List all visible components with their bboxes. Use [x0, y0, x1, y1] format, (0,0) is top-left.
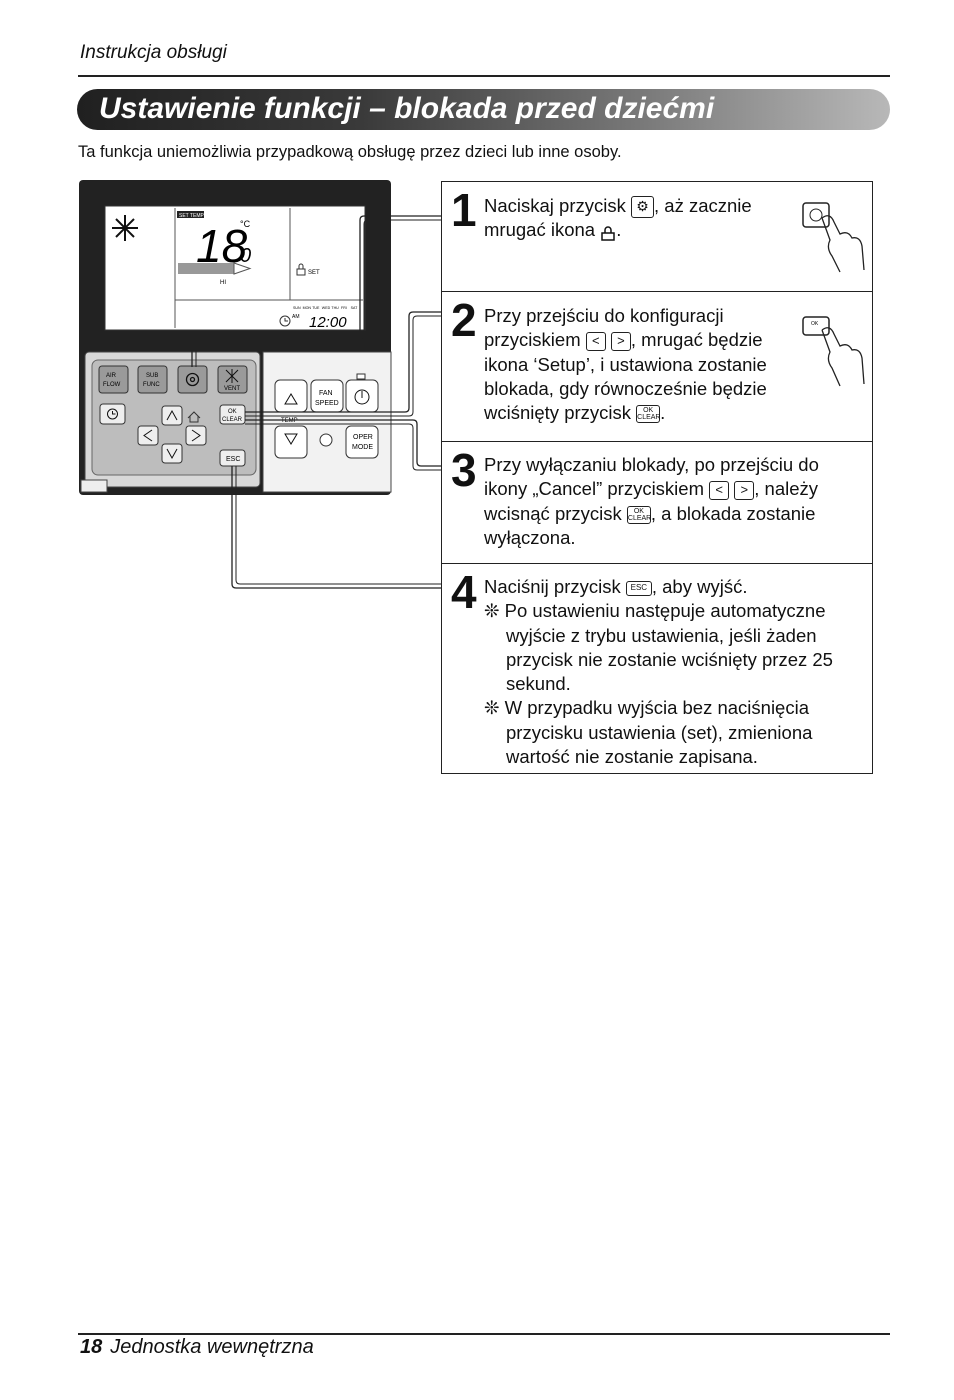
finger-press-ok-illustration: OK	[802, 316, 865, 387]
footer-text: Jednostka wewnętrzna	[110, 1336, 314, 1358]
step-1-text: Naciskaj przycisk ⚙, aż zacznie mrugać i…	[484, 195, 752, 242]
lcd-weekday: MON	[303, 306, 312, 310]
step-3-number: 3	[451, 444, 477, 496]
intro-text: Ta funkcja uniemożliwia przypadkową obsł…	[78, 143, 622, 161]
lcd-set-temp-label: SET TEMP	[179, 213, 204, 219]
step-4-text: Naciśnij przycisk ESC, aby wyjść. ❊ Po u…	[484, 575, 864, 769]
right-arrow-icon	[191, 429, 201, 442]
lcd-unit: °C	[240, 219, 251, 229]
snowflake-icon	[112, 215, 138, 241]
lcd-am: AM	[292, 314, 300, 320]
step-1: 1 Naciskaj przycisk ⚙, aż zacznie mrugać…	[442, 182, 872, 292]
air-flow-button[interactable]	[98, 365, 129, 394]
air-flow-label-2: FLOW	[103, 382, 121, 388]
step-2-text: Przy przejściu do konfiguracji przyciski…	[484, 305, 767, 424]
section-title: Ustawienie funkcji – blokada przed dzieć…	[99, 92, 715, 125]
home-icon	[187, 411, 201, 423]
section-title-bar: Ustawienie funkcji – blokada przed dzieć…	[77, 89, 890, 130]
esc-label: ESC	[226, 456, 240, 463]
fan-speed-label-1: FAN	[319, 390, 333, 397]
lock-icon	[600, 223, 616, 242]
air-flow-label-1: AIR	[106, 373, 117, 379]
sub-func-label-1: SUB	[146, 373, 158, 379]
down-button[interactable]	[161, 443, 183, 464]
vent-label: VENT	[224, 386, 240, 392]
reset-button[interactable]	[319, 433, 333, 447]
step-4-note-1: ❊ Po ustawieniu następuje automatyczne w…	[484, 600, 833, 695]
step-4-number: 4	[451, 566, 477, 618]
left-button[interactable]	[137, 425, 159, 446]
callout-lines	[191, 215, 441, 589]
step-3: 3 Przy wyłączaniu blokady, po przejściu …	[442, 442, 872, 564]
up-button[interactable]	[161, 405, 183, 426]
page-number: 18	[80, 1336, 103, 1358]
lcd-screen	[104, 205, 366, 331]
clock-icon	[279, 315, 291, 327]
clear-label: CLEAR	[222, 417, 243, 423]
lcd-weekday: SUN	[293, 306, 301, 310]
vent-icon	[225, 369, 239, 383]
lock-icon	[296, 263, 306, 276]
step-2-number: 2	[451, 294, 477, 346]
step-4-note-2: ❊ W przypadku wyjścia bez naciśnięcia pr…	[484, 697, 813, 768]
right-arrow-icon: >	[734, 480, 755, 500]
temp-down-button[interactable]	[274, 425, 308, 459]
setup-gear-icon	[185, 372, 200, 387]
up-arrow-icon	[166, 409, 178, 421]
right-button[interactable]	[185, 425, 207, 446]
header-rule	[78, 75, 890, 77]
esc-icon: ESC	[625, 580, 652, 596]
temp-up-button[interactable]	[274, 379, 308, 413]
lcd-weekday: TUE	[312, 306, 320, 310]
ok-label: OK	[228, 409, 237, 415]
step-3-text: Przy wyłączaniu blokady, po przejściu do…	[484, 454, 819, 548]
footer-rule	[78, 1333, 890, 1335]
fan-level-bar	[178, 262, 252, 275]
down-arrow-icon	[166, 448, 178, 460]
power-icon	[354, 389, 370, 405]
oper-mode-label-2: MODE	[352, 444, 373, 451]
lcd-fan-level: HI	[220, 280, 226, 286]
step-4: 4 Naciśnij przycisk ESC, aby wyjść. ❊ Po…	[442, 564, 872, 775]
lcd-weekday: FRI	[341, 306, 347, 310]
right-button-panel	[262, 351, 392, 493]
setup-gear-icon: ⚙	[631, 196, 654, 219]
timer-clock-icon	[107, 408, 118, 420]
lcd-lock-set-label: SET	[308, 270, 320, 276]
temp-up-icon	[284, 393, 298, 405]
setup-button[interactable]	[177, 365, 208, 394]
sub-func-button[interactable]	[137, 365, 168, 394]
lcd-weekday: WED	[322, 306, 331, 310]
power-indicator-led	[356, 373, 366, 380]
temp-label: TEMP	[281, 418, 298, 424]
temp-down-icon	[284, 433, 298, 445]
left-arrow-icon	[143, 429, 153, 442]
fan-speed-label-2: SPEED	[315, 400, 339, 407]
left-arrow-icon: <	[709, 480, 730, 500]
step-1-number: 1	[451, 184, 477, 236]
oper-mode-button[interactable]	[345, 425, 379, 459]
oper-mode-label-1: OPER	[353, 434, 373, 441]
sub-func-label-2: FUNC	[143, 382, 160, 388]
left-arrow-icon: <	[585, 331, 606, 351]
ok-clear-button[interactable]	[219, 404, 246, 425]
running-header: Instrukcja obsługi	[80, 42, 227, 63]
step-2: 2 Przy przejściu do konfiguracji przycis…	[442, 292, 872, 442]
lcd-weekday: THU	[331, 306, 339, 310]
finger-press-setup-illustration	[802, 202, 865, 273]
right-arrow-icon: >	[610, 331, 631, 351]
steps-table: 1 Naciskaj przycisk ⚙, aż zacznie mrugać…	[441, 181, 873, 774]
footer: 18 Jednostka wewnętrzna	[80, 1336, 314, 1359]
lcd-temperature-decimal: 0	[240, 245, 251, 267]
lcd-clock: 12:00	[309, 314, 347, 331]
lcd-weekday: SAT	[351, 306, 359, 310]
ok-mini-label: OK	[811, 321, 819, 327]
